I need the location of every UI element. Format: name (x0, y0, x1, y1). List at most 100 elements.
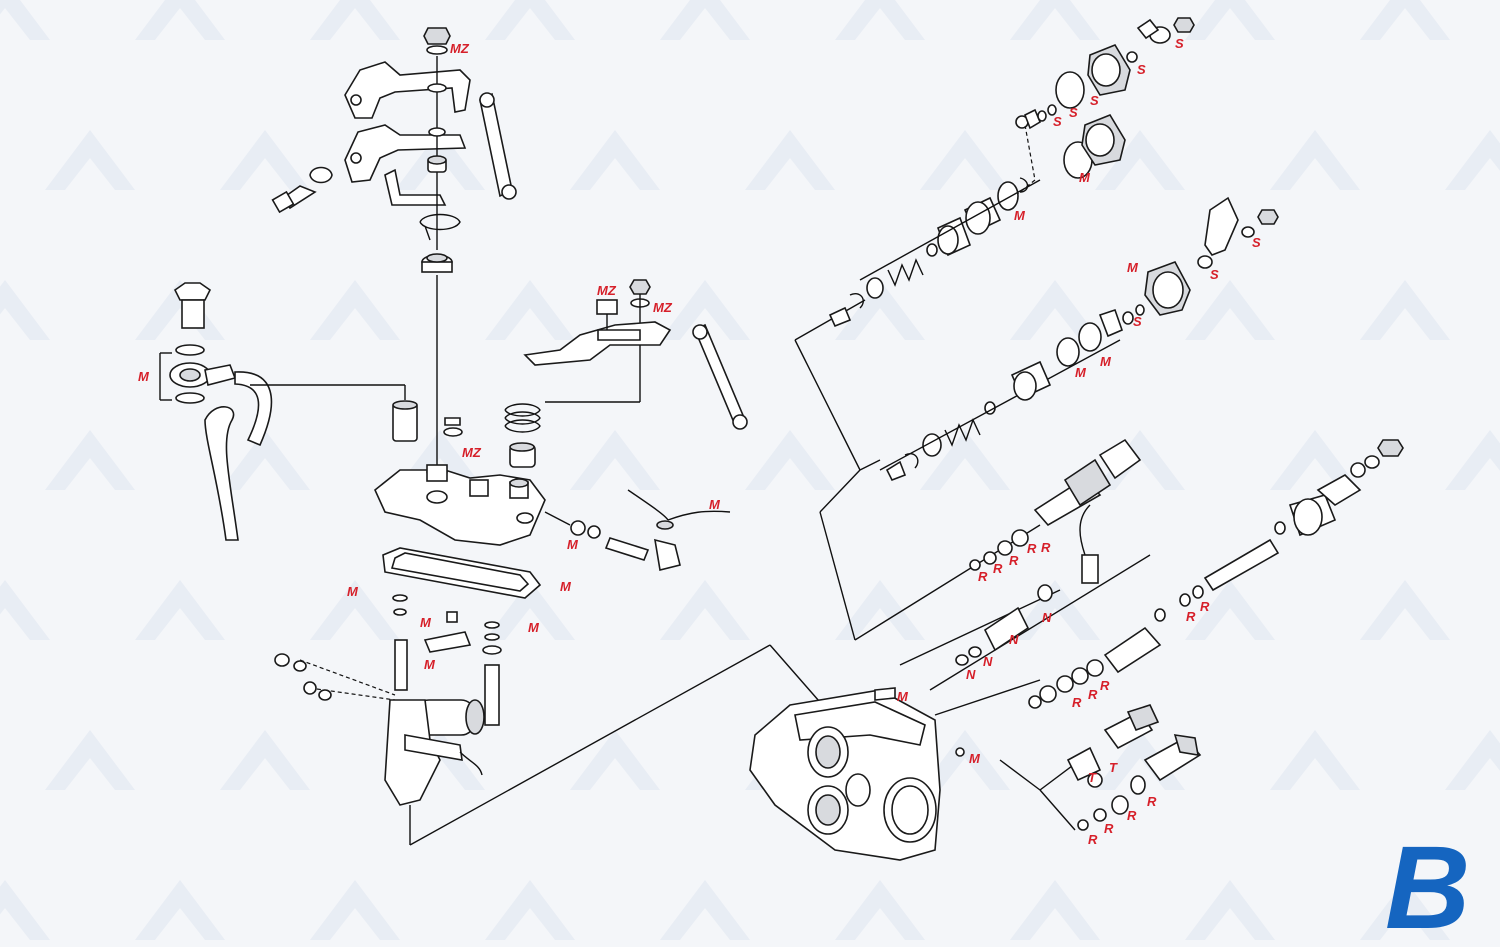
callout-n-3: N (983, 654, 993, 669)
watermark-chevron (135, 0, 225, 40)
callout-r-13: R (1088, 832, 1098, 847)
watermark-chevron (310, 0, 400, 40)
right-assembly (749, 17, 1404, 861)
watermark-chevron (660, 0, 750, 40)
callout-t-2: T (1088, 770, 1097, 785)
governor-cover (374, 400, 731, 599)
callout-m-plug-b: M (1127, 260, 1139, 275)
callout-r-11: R (1127, 808, 1137, 823)
callout-r-4: R (978, 569, 988, 584)
callout-r-8: R (1088, 687, 1098, 702)
watermark-chevron (220, 430, 310, 490)
watermark-chevron (1095, 130, 1185, 190)
watermark-chevron (310, 880, 400, 940)
watermark-chevron (0, 0, 50, 40)
watermark-chevron (1445, 730, 1500, 790)
watermark-chevron (485, 880, 575, 940)
callout-r-7: R (1100, 678, 1110, 693)
watermark-chevron (1360, 0, 1450, 40)
callout-r-10: R (1147, 794, 1157, 809)
watermark-chevron (570, 730, 660, 790)
watermark-chevron (1185, 880, 1275, 940)
watermark-chevron (570, 130, 660, 190)
callout-m-orings-right: M (528, 620, 540, 635)
left-assembly (159, 27, 771, 846)
watermark-chevron (1360, 580, 1450, 640)
callout-s-5: S (1053, 114, 1062, 129)
callout-r-3: R (993, 561, 1003, 576)
watermark-chevron (1010, 580, 1100, 640)
watermark-chevron (135, 580, 225, 640)
watermark-chevron (310, 280, 400, 340)
watermark-chevron (745, 430, 835, 490)
watermark-chevron (570, 430, 660, 490)
upper-lever-bracket (271, 27, 517, 470)
callout-m-pin: M (567, 537, 579, 552)
watermark-chevron (1445, 130, 1500, 190)
callout-m-wire: M (709, 497, 721, 512)
callout-s-7: S (1210, 267, 1219, 282)
callout-n-4: N (966, 667, 976, 682)
callout-r-1: R (1027, 541, 1037, 556)
callout-s-1: S (1175, 36, 1184, 51)
watermark-chevron (220, 730, 310, 790)
callout-m-gasket: M (560, 579, 572, 594)
callout-m-housing-right: M (969, 751, 981, 766)
callout-m-piston-top: M (1014, 208, 1026, 223)
callout-r-5: R (1200, 599, 1210, 614)
watermark-chevron (1185, 0, 1275, 40)
middle-piston-train (879, 196, 1279, 482)
watermark-chevron (1270, 430, 1360, 490)
callout-n-1: N (1042, 610, 1052, 625)
upper-piston-train (828, 17, 1195, 328)
watermark-chevron (920, 430, 1010, 490)
banjo-fitting (159, 282, 406, 541)
callout-s-4: S (1069, 105, 1078, 120)
drive-shaft (1179, 439, 1404, 607)
watermark-chevron (1010, 880, 1100, 940)
callout-r-6: R (1186, 609, 1196, 624)
watermark-chevron (1270, 730, 1360, 790)
watermark-chevron (1010, 0, 1100, 40)
callout-mz-top: MZ (450, 41, 470, 56)
watermark-chevron (485, 280, 575, 340)
watermark-chevron (395, 130, 485, 190)
callout-m-piston-oring-a: M (1075, 365, 1087, 380)
section-letter: B (1385, 822, 1470, 947)
watermark-chevron (45, 130, 135, 190)
callout-m-cap-b: M (1079, 170, 1091, 185)
watermark-chevron (745, 130, 835, 190)
callout-mz-center: MZ (462, 445, 482, 460)
watermark-chevron (45, 730, 135, 790)
watermark-chevron (835, 0, 925, 40)
callout-m-housing-top: M (897, 689, 909, 704)
callout-mz-bracket-b: MZ (653, 300, 673, 315)
watermark-chevron (660, 580, 750, 640)
callout-r-12: R (1104, 821, 1114, 836)
callout-t-1: T (1109, 760, 1118, 775)
watermark-chevron (1270, 130, 1360, 190)
watermark-chevron (1185, 280, 1275, 340)
watermark-chevron (920, 130, 1010, 190)
plunger-nozzles (955, 584, 1202, 831)
callout-m-solenoid: M (424, 657, 436, 672)
watermark-chevron (0, 580, 50, 640)
callout-m-orings-left: M (347, 584, 359, 599)
callout-m-piston-oring-b: M (1100, 354, 1112, 369)
solenoid-valve (274, 594, 771, 846)
watermark-chevron (485, 580, 575, 640)
callout-r-9: R (1072, 695, 1082, 710)
callout-n-2: N (1009, 632, 1019, 647)
watermark-chevron (485, 0, 575, 40)
watermark-chevron (920, 730, 1010, 790)
watermark-chevron (660, 280, 750, 340)
watermark-chevron (45, 430, 135, 490)
watermark-chevron (1185, 580, 1275, 640)
watermark-chevron (835, 280, 925, 340)
callout-r-14: R (1041, 540, 1051, 555)
watermark-chevron (835, 580, 925, 640)
watermark-chevron (660, 880, 750, 940)
